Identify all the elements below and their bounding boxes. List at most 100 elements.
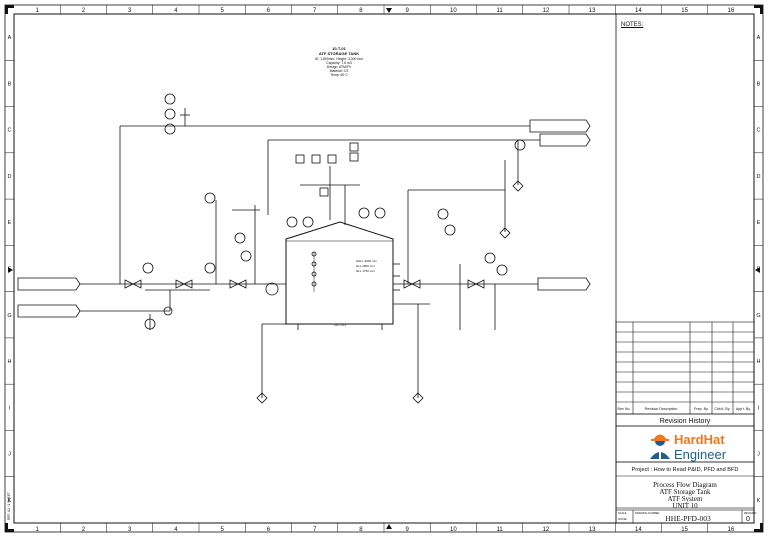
inner-border — [13, 13, 755, 524]
process-drawing — [17, 93, 591, 404]
rev-header: Revision Description — [645, 407, 678, 411]
center-mark-bottom — [386, 524, 392, 529]
grid-col-label: 10 — [450, 8, 457, 14]
arrow-in-1 — [17, 277, 81, 291]
drawing-number: HHE-PFD-003 — [665, 514, 711, 523]
grid-col-label: 7 — [313, 8, 317, 14]
drawing-title-line: Process Flow Diagram — [653, 481, 717, 489]
scale-label: SCALE — [618, 511, 627, 515]
storage-tank — [285, 221, 394, 325]
grid-col-label: 1 — [35, 8, 39, 14]
grid-col-label: 12 — [543, 527, 550, 533]
grid-col-label: 4 — [174, 8, 178, 14]
grid-row-label: B — [8, 81, 12, 87]
grid-col-label: 13 — [589, 8, 596, 14]
corner-mark — [760, 523, 763, 532]
scale-value: NONE — [618, 517, 627, 521]
center-mark-left — [8, 267, 13, 273]
corner-mark — [5, 523, 8, 532]
grid-row-label: E — [8, 220, 12, 226]
drawing-title-line: ATF Storage Tank — [659, 488, 711, 496]
grid-row-label: C — [8, 128, 12, 134]
grid-row-label: J — [757, 452, 760, 458]
grid-col-label: 1 — [35, 527, 39, 533]
grid-row-label: J — [8, 452, 11, 458]
grid-row-label: I — [758, 405, 760, 411]
tank-tag: 10-T-01 — [334, 323, 346, 327]
tank-header-name: ATF STORAGE TANK — [319, 51, 359, 56]
corner-mark — [760, 5, 763, 14]
grid-row-label: E — [757, 220, 761, 226]
grid-row-label: G — [7, 313, 11, 319]
grid-row-label: D — [757, 174, 761, 180]
drawing-title-line: UNIT 10 — [672, 502, 698, 510]
tank-spec-line: ID: 1,800mm, Height: 3,000 mm — [315, 57, 363, 61]
grid-row-label: C — [757, 128, 761, 134]
grid-row-label: A — [8, 35, 12, 41]
grid-row-label: I — [9, 405, 11, 411]
corner-mark — [5, 5, 8, 14]
revision-caption: Revision History — [660, 418, 711, 425]
notes-heading: NOTES: — [621, 22, 644, 28]
grid-row-label: A — [757, 35, 761, 41]
grid-col-label: 6 — [267, 527, 271, 533]
tank-spec-line: Design: ATM/FV — [327, 65, 352, 69]
rev-header: Chk'd. By — [714, 407, 729, 411]
rev-header: App'r. By — [736, 407, 750, 411]
grid-col-label: 5 — [220, 8, 224, 14]
corner-mark — [5, 5, 14, 8]
grid-col-label: 4 — [174, 527, 178, 533]
tank-spec-line: Material: CS — [330, 69, 349, 73]
tank-header-tag: 10-T-01 — [332, 46, 347, 51]
grid-col-label: 11 — [497, 8, 504, 14]
grid-col-label: 3 — [128, 8, 132, 14]
drawing-title: Process Flow Diagram ATF Storage Tank AT… — [653, 481, 717, 510]
revision-headers: Rev No. Revision Description Prep. By Ch… — [618, 407, 751, 411]
center-mark-top — [386, 8, 392, 13]
project-line: Project : How to Read P&ID, PFD and BFD — [632, 467, 739, 473]
grid-col-label: 15 — [681, 8, 688, 14]
rev-header: Prep. By — [694, 407, 708, 411]
grid-row-label: G — [756, 313, 760, 319]
corner-mark — [754, 529, 763, 532]
grid-row-label: K — [757, 498, 761, 504]
grid-col-label: 7 — [313, 527, 317, 533]
grid-col-label: 8 — [359, 527, 363, 533]
grid-col-label: 2 — [82, 527, 86, 533]
arrow-out-2 — [537, 277, 591, 291]
grid-row-label: F — [757, 267, 761, 273]
title-block — [615, 461, 755, 509]
grid-col-label: 6 — [267, 8, 271, 14]
tank-spec-line: Temp: 60 C — [330, 73, 348, 77]
level-label: HHLL 3000 mm — [356, 259, 377, 263]
corner-mark — [5, 529, 14, 532]
grid-col-label: 5 — [220, 527, 224, 533]
grid-col-label: 9 — [405, 8, 409, 14]
grid-row-label: H — [8, 359, 12, 365]
grid-rows-right: A B C D E F G H I J K — [754, 35, 763, 504]
level-label: HLL 2800 mm — [356, 264, 375, 268]
logo: HardHat Engineer — [615, 425, 755, 463]
side-text: REF: A1 / 1 SHEET — [7, 492, 11, 520]
grid-row-label: B — [757, 81, 761, 87]
arrow-out — [529, 119, 591, 133]
logo-line1: HardHat — [674, 432, 725, 447]
grid-col-label: 3 — [128, 527, 132, 533]
grid-col-label: 13 — [589, 527, 596, 533]
corner-mark — [754, 5, 763, 8]
outer-border — [4, 4, 764, 533]
rev-header: Rev No. — [618, 407, 631, 411]
grid-row-label: H — [757, 359, 761, 365]
revision-table — [615, 321, 755, 427]
grid-col-label: 9 — [405, 527, 409, 533]
footer-block — [615, 509, 755, 524]
grid-row-label: K — [8, 498, 12, 504]
grid-row-label: F — [8, 267, 12, 273]
grid-col-label: 8 — [359, 8, 363, 14]
rev-value: 0 — [746, 516, 750, 523]
grid-col-label: 15 — [681, 527, 688, 533]
